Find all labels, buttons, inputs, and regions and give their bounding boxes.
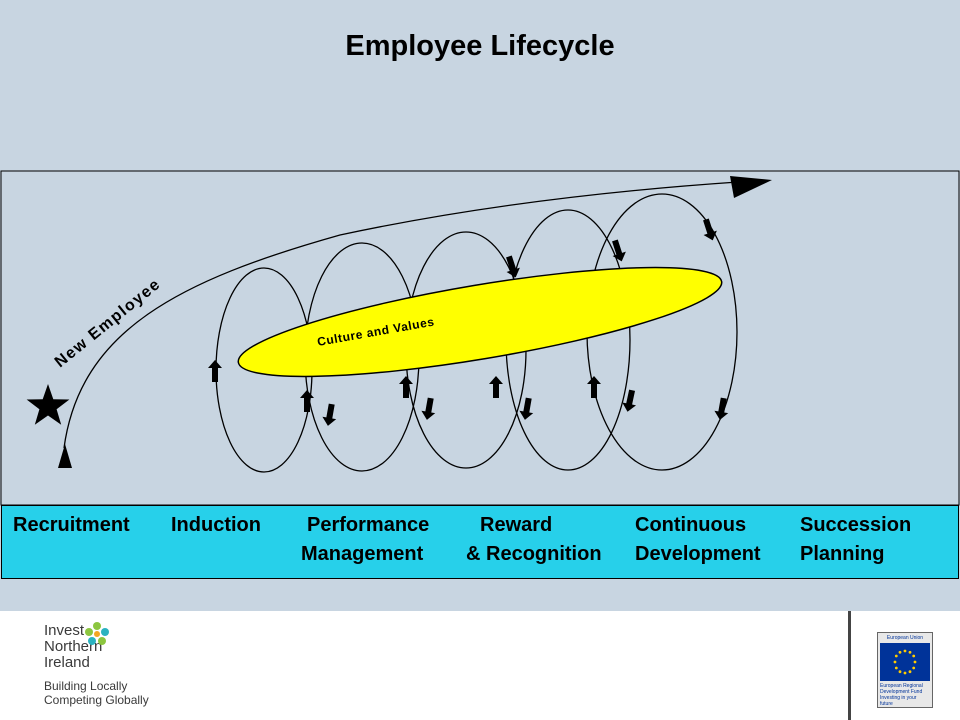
stage-label-line2: Management [301,543,424,565]
stage-label: Continuous [635,514,747,536]
down-arrows [322,218,729,426]
new-employee-label: New Employee [52,275,164,371]
stage-label: Performance [307,514,430,536]
eu-flag-icon [880,643,930,681]
logo-tagline: Competing Globally [44,693,149,707]
stage-succession-planning: Succession Planning [800,511,911,569]
stage-recruitment: Recruitment [13,511,130,540]
down-arrow [622,389,637,412]
down-arrow [519,397,534,420]
stage-label: Induction [171,514,261,536]
flower-icon [85,622,109,645]
invest-ni-logo: Invest Northern Ireland Building Locally… [44,622,149,708]
down-arrow [322,403,337,426]
stage-performance-management: Performance Management [301,511,429,569]
footer: Invest Northern Ireland Building Locally… [0,611,960,720]
start-arrowhead [58,444,72,468]
up-arrow [300,390,314,412]
down-arrow [703,218,717,241]
stage-reward-recognition: Reward & Recognition [466,511,602,569]
stage-label-line2: Development [635,543,761,565]
up-arrow [208,360,222,382]
up-arrow [587,376,601,398]
down-arrow [612,239,626,262]
eu-top-label: European Union [886,635,924,641]
culture-ellipse [237,266,723,378]
stage-label: Succession [800,514,912,536]
logo-line: Ireland [44,654,90,671]
eu-fund-line: European Regional [880,683,923,689]
up-arrow [399,376,413,398]
logo-tagline: Building Locally [44,679,128,693]
stage-label: Reward [480,514,553,536]
stage-continuous-development: Continuous Development [635,511,761,569]
eu-fund-line: Development Fund [880,689,923,695]
stage-label: Recruitment [13,514,130,536]
stage-label-line2: Planning [800,543,885,565]
arc-arrowhead [730,176,772,198]
down-arrow [506,255,520,278]
down-arrow [714,397,729,420]
stage-label-line2: & Recognition [466,543,602,565]
stage-induction: Induction [171,511,261,540]
down-arrow [421,397,436,420]
up-arrows [208,360,601,412]
page-title: Employee Lifecycle [345,30,615,62]
eu-badge: European Union European Regional Develop… [877,632,933,708]
eu-fund-line: Investing in your future [880,695,917,707]
footer-divider [848,611,851,720]
lifecycle-stages-band: Recruitment Induction Performance Manage… [1,505,959,579]
logo-line: Invest [44,622,85,639]
up-arrow [489,376,503,398]
eu-fund-label: European Regional Development Fund Inves… [880,683,930,707]
star-icon [26,384,70,425]
logo-line: Northern [44,638,103,655]
career-arc [63,181,739,449]
